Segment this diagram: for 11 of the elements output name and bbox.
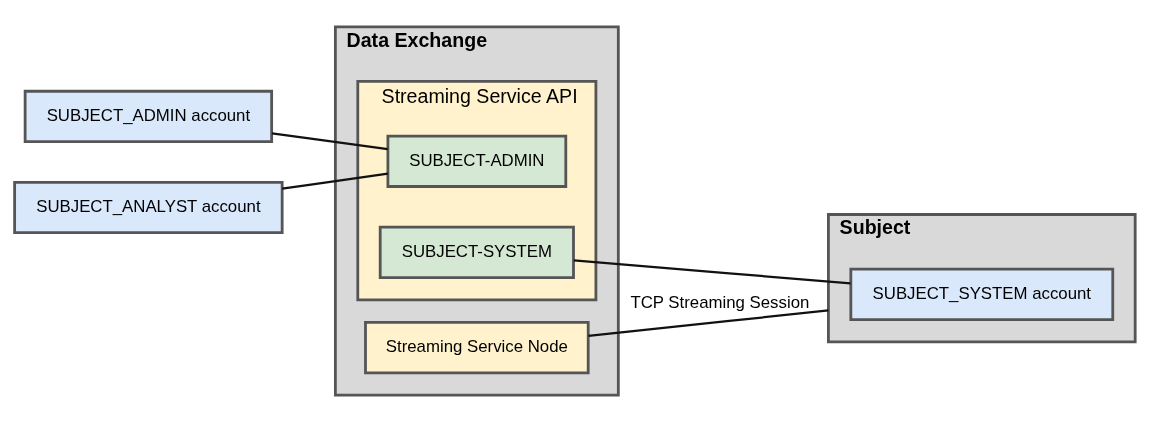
node-box: SUBJECT_ADMIN account [23, 89, 274, 143]
connector [271, 131, 388, 150]
node-box: SUBJECT_ANALYST account [13, 180, 284, 234]
node-box: Streaming Service Node [364, 320, 590, 374]
node-box: SUBJECT_SYSTEM account [849, 267, 1115, 321]
node-box: SUBJECT-SYSTEM [378, 225, 575, 279]
edge-label: TCP Streaming Session [630, 292, 810, 312]
connector [588, 308, 829, 337]
connector [573, 258, 851, 285]
node-box: SUBJECT-ADMIN [386, 134, 568, 188]
connector [282, 172, 388, 190]
